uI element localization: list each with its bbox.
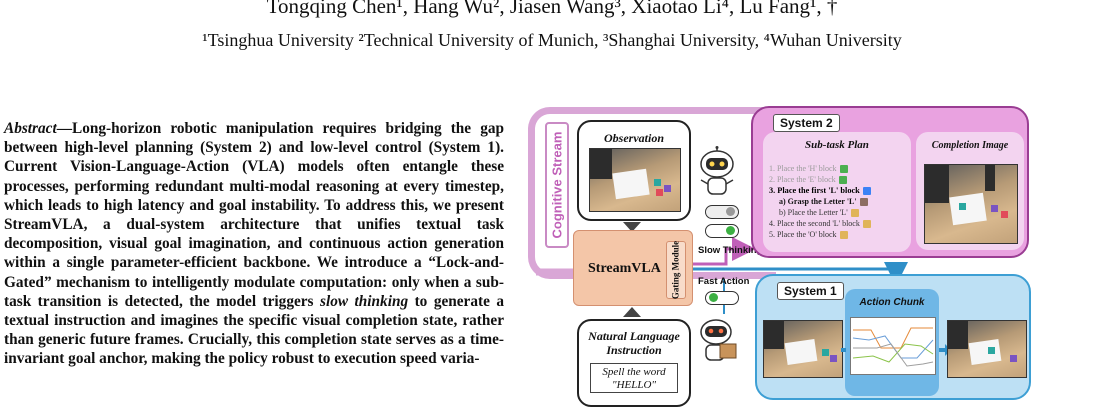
subtask-plan-title: Sub-task Plan <box>805 139 869 151</box>
system1-input-image <box>763 320 843 378</box>
fast-action-toggle <box>705 291 739 305</box>
subtask-plan: Sub-task Plan 1. Place the 'H' block 2. … <box>763 132 911 252</box>
hourglass-icon <box>850 209 859 218</box>
action-chunk-panel: Action Chunk <box>845 289 939 396</box>
abstract-text-1: —Long-horizon robotic manipulation requi… <box>4 120 504 310</box>
observation-panel: Observation <box>577 120 691 221</box>
architecture-figure: Cognitive Stream Observation StreamVLA G… <box>528 104 1104 407</box>
action-trajectory-plot <box>850 317 936 375</box>
slow-thinking-label: Slow Thinking <box>698 245 763 256</box>
abstract-emphasis: slow thinking <box>320 292 409 310</box>
hourglass-icon <box>862 220 871 229</box>
subtask-item-current: 3. Place the first 'L' block <box>769 185 871 196</box>
subtask-item: 5. Place the 'O' block <box>769 229 871 240</box>
acting-robot-icon <box>700 319 737 361</box>
system1-output-image <box>947 320 1027 378</box>
completion-image <box>924 164 1018 244</box>
system1-flow-arrows <box>841 344 951 356</box>
fast-action-label: Fast Action <box>698 276 750 287</box>
subtask-subitem: b) Place the Letter 'L' <box>769 207 871 218</box>
gating-module: Gating Module <box>666 241 686 299</box>
hammer-icon <box>859 198 868 207</box>
subtask-item: 2. Place the 'E' block <box>769 174 871 185</box>
instruction-title: Natural Language Instruction <box>588 329 680 357</box>
subtask-list: 1. Place the 'H' block 2. Place the 'E' … <box>769 163 871 240</box>
observation-title: Observation <box>604 131 664 145</box>
cognitive-stream-label: Cognitive Stream <box>545 122 569 248</box>
check-icon <box>839 165 848 174</box>
abstract-lead: Abstract <box>4 120 57 137</box>
abstract: Abstract—Long-horizon robotic manipulati… <box>4 119 504 369</box>
refresh-icon <box>862 187 871 196</box>
slow-thinking-toggle-on <box>705 224 739 238</box>
instruction-to-streamvla-arrow <box>623 307 641 317</box>
subtask-subitem: a) Grasp the Letter 'L' <box>769 196 871 207</box>
system1-panel: System 1 Action Chunk <box>755 274 1031 400</box>
thinking-robot-icon <box>700 146 734 195</box>
observation-image <box>589 148 681 212</box>
instruction-command: Spell the word "HELLO" <box>590 363 678 393</box>
system2-title: System 2 <box>773 114 840 132</box>
check-icon <box>838 176 847 185</box>
system2-panel: System 2 Sub-task Plan 1. Place the 'H' … <box>751 106 1029 258</box>
slow-thinking-toggle-off <box>705 205 739 219</box>
instruction-panel: Natural Language Instruction Spell the w… <box>577 319 691 407</box>
hourglass-icon <box>839 231 848 240</box>
subtask-item: 4. Place the second 'L' block <box>769 218 871 229</box>
affiliations: ¹Tsinghua University ²Technical Universi… <box>202 30 902 50</box>
subtask-item: 1. Place the 'H' block <box>769 163 871 174</box>
author-list: Tongqing Chen¹, Hang Wu², Jiasen Wang³, … <box>266 0 838 18</box>
system1-title: System 1 <box>777 282 844 300</box>
completion-image-panel: Completion Image <box>916 132 1024 250</box>
streamvla-block: StreamVLA Gating Module <box>573 230 693 306</box>
action-chunk-title: Action Chunk <box>859 297 925 308</box>
abstract-text-2: to generate a textual instruction and im… <box>4 292 504 368</box>
completion-image-title: Completion Image <box>931 140 1009 151</box>
streamvla-label: StreamVLA <box>588 261 661 276</box>
observation-to-streamvla-arrow <box>623 222 641 232</box>
